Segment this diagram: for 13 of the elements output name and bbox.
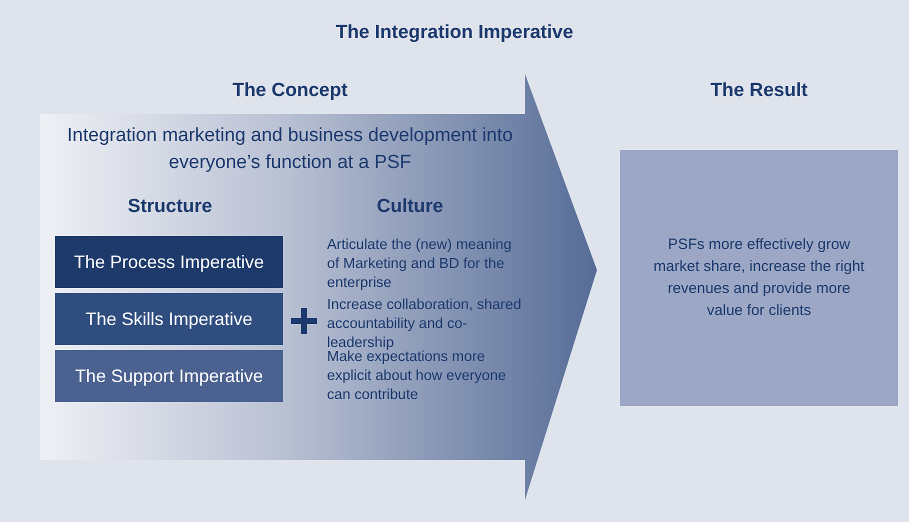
column-heading: Culture bbox=[376, 196, 444, 218]
culture-point: Increase collaboration, shared accountability and co-leadership bbox=[327, 296, 522, 351]
culture-point: Articulate the (new) meaning of Marketing and BD for the enterprise bbox=[327, 236, 513, 293]
column-heading: Structure bbox=[126, 196, 214, 218]
section-heading: The Result bbox=[709, 80, 809, 102]
culture-point: Make expectations more explicit about how everyone can contribute bbox=[327, 349, 507, 405]
concept-statement: Integration marketing and business development into everyone’s function at a PSF bbox=[66, 124, 514, 175]
section-heading: The Concept bbox=[231, 80, 349, 102]
imperative-box: The Support Imperative bbox=[55, 350, 283, 402]
result-text: PSFs more effectively grow market share, increase the right revenues and provide more value for clients bbox=[652, 235, 866, 321]
imperative-box: The Process Imperative bbox=[55, 236, 283, 288]
diagram-title: The Integration Imperative bbox=[334, 22, 574, 44]
imperative-box: The Skills Imperative bbox=[55, 293, 283, 345]
